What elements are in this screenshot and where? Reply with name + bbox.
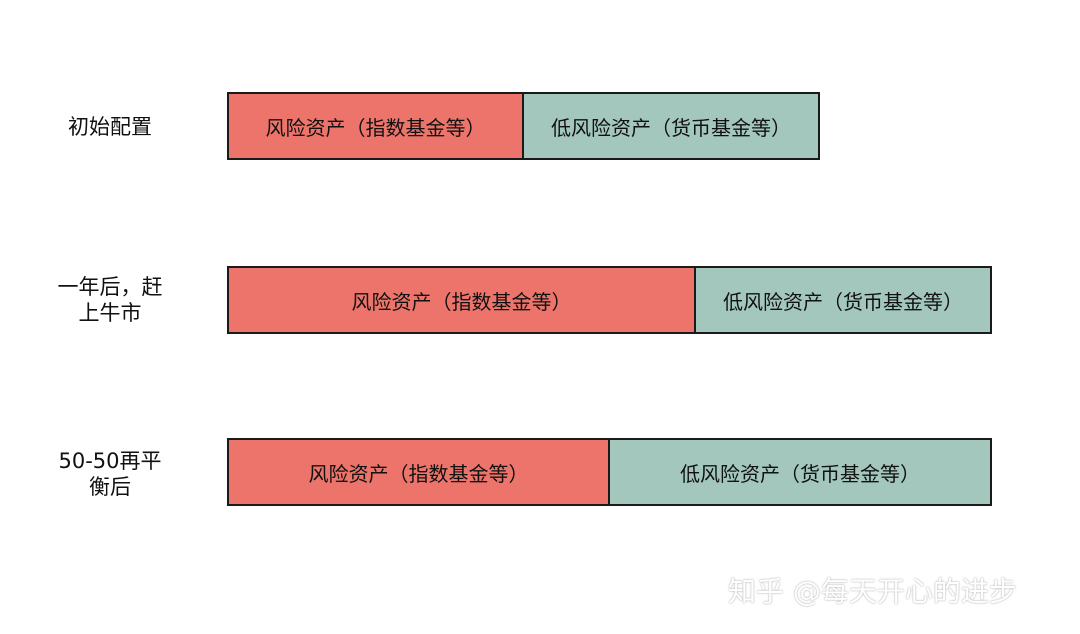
low-risk-asset-label: 低风险资产（货币基金等） (680, 461, 920, 486)
zhihu-watermark: 知乎 @每天开心的进步 (728, 575, 1017, 608)
low-risk-asset-segment: 低风险资产（货币基金等） (696, 266, 992, 334)
row-label-rebalanced: 50-50再平 衡后 (30, 448, 190, 500)
allocation-bar-initial: 风险资产（指数基金等） 低风险资产（货币基金等） (227, 92, 820, 160)
row-label-line: 上牛市 (78, 301, 142, 325)
row-label-initial: 初始配置 (30, 114, 190, 140)
allocation-bar-after-bull-market: 风险资产（指数基金等） 低风险资产（货币基金等） (227, 266, 992, 334)
risk-asset-segment: 风险资产（指数基金等） (227, 92, 524, 160)
row-label-line: 50-50再平 (58, 449, 162, 473)
risk-asset-segment: 风险资产（指数基金等） (227, 266, 696, 334)
low-risk-asset-label: 低风险资产（货币基金等） (551, 115, 791, 140)
low-risk-asset-segment: 低风险资产（货币基金等） (610, 438, 992, 506)
low-risk-asset-label: 低风险资产（货币基金等） (723, 289, 963, 314)
row-label-line: 一年后，赶 (57, 275, 163, 299)
allocation-bar-rebalanced: 风险资产（指数基金等） 低风险资产（货币基金等） (227, 438, 992, 506)
low-risk-asset-segment: 低风险资产（货币基金等） (524, 92, 820, 160)
risk-asset-label: 风险资产（指数基金等） (265, 115, 486, 140)
row-label-line: 衡后 (89, 475, 131, 499)
row-label-after-bull-market: 一年后，赶 上牛市 (30, 274, 190, 326)
row-label-line: 初始配置 (68, 115, 152, 139)
risk-asset-segment: 风险资产（指数基金等） (227, 438, 610, 506)
risk-asset-label: 风险资产（指数基金等） (351, 289, 572, 314)
risk-asset-label: 风险资产（指数基金等） (308, 461, 529, 486)
